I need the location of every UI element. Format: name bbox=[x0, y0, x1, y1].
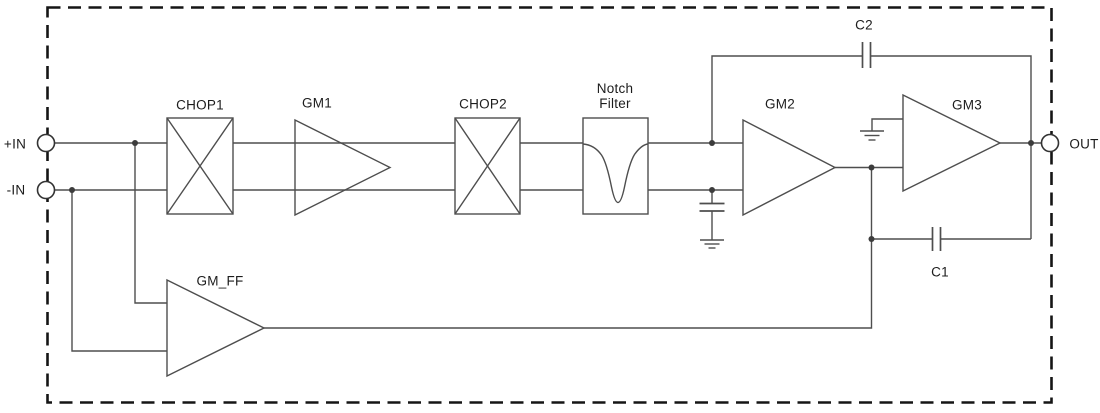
gm2-amplifier-triangle bbox=[742, 118, 837, 217]
junction-dot bbox=[709, 187, 715, 193]
wire-gmff-output-feedback bbox=[264, 167, 873, 329]
gm1-amplifier-triangle bbox=[294, 118, 392, 217]
junction-dot bbox=[1028, 140, 1034, 146]
gm3-amplifier-triangle bbox=[902, 93, 1002, 193]
gmff-amplifier-triangle bbox=[166, 278, 266, 378]
in-minus-terminal bbox=[36, 180, 56, 200]
gm3-label: GM3 bbox=[951, 97, 983, 113]
notch-response-curve-icon bbox=[582, 143, 649, 204]
junction-dot bbox=[709, 140, 715, 146]
ground-icon bbox=[700, 239, 724, 249]
chop2-label: CHOP2 bbox=[459, 96, 507, 112]
notch-filter-label-line2: Filter bbox=[599, 96, 631, 111]
gm2-label: GM2 bbox=[764, 96, 796, 112]
junction-dot bbox=[868, 236, 875, 242]
junction-dot bbox=[868, 164, 875, 171]
out-label: OUT bbox=[1069, 136, 1099, 151]
junction-dots bbox=[69, 140, 1034, 242]
wire-inplus-to-gmff bbox=[134, 143, 167, 304]
chop2-cross-icon bbox=[454, 117, 521, 215]
wire-c2-right-down bbox=[870, 55, 1032, 239]
notch-filter-label-line1: Notch bbox=[596, 81, 634, 96]
in-plus-label: +IN bbox=[3, 136, 27, 151]
wire-inminus-to-gmff bbox=[71, 190, 167, 352]
gmff-label: GM_FF bbox=[196, 273, 244, 289]
c1-label: C1 bbox=[931, 264, 949, 280]
notch-filter-box bbox=[582, 117, 649, 215]
chop1-cross-icon bbox=[166, 117, 234, 215]
in-plus-terminal bbox=[36, 133, 56, 153]
gm3-ground-reference bbox=[860, 118, 903, 141]
chop2-block bbox=[454, 117, 521, 215]
shunt-capacitor-ground bbox=[699, 190, 725, 249]
notch-filter-label: Notch Filter bbox=[597, 81, 634, 111]
ground-icon bbox=[860, 130, 884, 141]
gm3-ground-wire bbox=[871, 118, 903, 131]
chop1-label: CHOP1 bbox=[176, 97, 224, 113]
junction-dot bbox=[69, 187, 75, 193]
c1-feedback-branch bbox=[871, 227, 1031, 251]
chop1-block bbox=[166, 117, 234, 215]
wire-c2-left bbox=[711, 55, 863, 143]
c2-label: C2 bbox=[855, 17, 873, 33]
in-minus-label: -IN bbox=[6, 182, 26, 198]
out-terminal bbox=[1040, 133, 1060, 153]
enclosure-dashed-border bbox=[46, 6, 1053, 404]
gm1-label: GM1 bbox=[301, 95, 333, 111]
c2-feedback-branch bbox=[711, 42, 1032, 239]
notch-filter-block bbox=[582, 117, 649, 215]
junction-dot bbox=[132, 140, 138, 146]
